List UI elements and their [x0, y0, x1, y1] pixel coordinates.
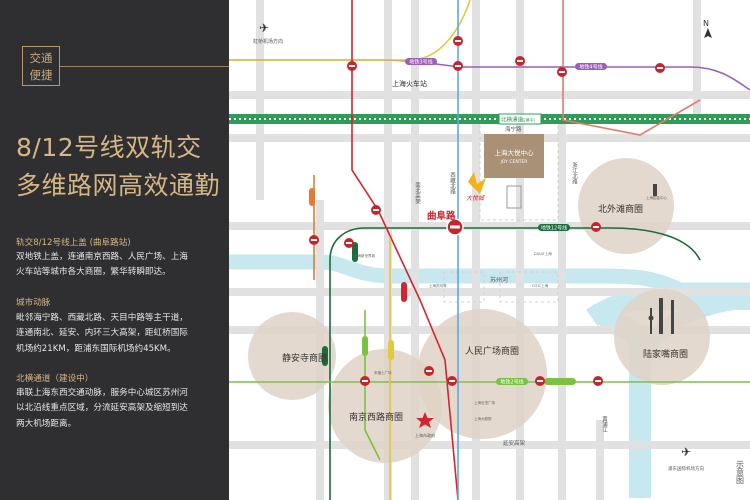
section-body-metro: 双地铁上盖，连通南京西路、人民广场、上海 火车站等城市各大商圈，繁华转瞬即达。	[16, 250, 216, 281]
text-line: 两大机场距离。	[16, 418, 77, 429]
section-title-roads: 城市动脉	[16, 298, 51, 308]
district-beiwaitan	[578, 158, 674, 254]
brand-logo: 大悦城	[466, 172, 486, 202]
district-lujiazui	[614, 289, 710, 385]
metro-line-4	[229, 59, 750, 91]
north-cross-label-bg	[498, 113, 542, 125]
text-line: 连通南北、延安、内环三大高架，距虹桥国际	[16, 328, 188, 339]
ferris-wheel-icon	[506, 185, 522, 209]
disclaimer: 示意图	[736, 460, 745, 485]
text-line: 机场约21KM，距浦东国际机场约45KM。	[16, 343, 176, 354]
metro-line-pills: 地铁3号线 地铁4号线 地铁12号线 地铁2号线	[309, 58, 607, 386]
text-line: 双地铁上盖，连通南京西路、人民广场、上海	[16, 252, 188, 262]
road-label-nanbei: 南北高架	[414, 181, 421, 206]
poi-label: 上海国金中心	[646, 195, 667, 200]
poi-label: CITIC上海	[532, 283, 549, 288]
district-label-lujiazui: 陆家嘴商圈	[643, 348, 688, 360]
headline-line-2: 多维路网高效通勤	[16, 171, 221, 200]
airplane-icon: ✈	[681, 445, 691, 459]
airport-pudong: ✈ 浦东国际机场方向	[668, 445, 704, 472]
district-label-nanjingxilu: 南京西路商圈	[349, 411, 403, 423]
poi-label: 来福士广场	[374, 370, 392, 375]
station-markers	[309, 36, 665, 386]
text-line: 以北沿线重点区域，分流延安高架及缩短到达	[16, 403, 188, 414]
district-nanjingxilu	[328, 349, 442, 463]
airport-pudong-label: 浦东国际机场方向	[668, 465, 704, 472]
airport-hongqiao-label: 虹桥机场方向	[253, 38, 283, 45]
road-label-xizang-n: 西藏北路	[449, 172, 456, 196]
badge-line-1: 交通	[29, 51, 53, 65]
transit-map[interactable]: 地铁3号线 地铁4号线 地铁12号线 地铁2号线 北横通道 (在建中)	[229, 0, 750, 500]
metro-line-1	[351, 0, 459, 500]
headline-line-1: 8/12号线双轨交	[16, 133, 202, 162]
north-arrow-icon: N	[703, 19, 712, 38]
poi-label: 上海世茂广场	[474, 400, 495, 405]
station-name-qufu: 曲阜路	[427, 210, 456, 222]
station-qufu-road[interactable]: 曲阜路	[427, 210, 464, 236]
category-badge: 交通 便捷	[22, 46, 60, 86]
district-label-renmin: 人民广场商圈	[465, 345, 519, 357]
metro-lines	[229, 0, 750, 500]
pill-line-4: 地铁4号线	[579, 64, 602, 71]
road-label-north-cross: 北横通道	[501, 116, 524, 124]
landmark-label: 上海市政府	[415, 432, 435, 438]
district-label-jingan: 静安寺商圈	[282, 352, 327, 364]
info-panel: 交通 便捷 8/12号线双轨交 多维路网高效通勤 轨交8/12号线上盖 (曲阜路…	[0, 0, 229, 500]
lujiazui-skyline-icon	[648, 298, 674, 334]
project-subtitle: JOY CENTER	[500, 159, 528, 165]
section-title-metro: 轨交8/12号线上盖 (曲阜路站)	[16, 238, 131, 248]
airplane-icon: ✈	[259, 21, 269, 35]
beiwaitan-tower-icon	[653, 184, 657, 196]
road-label-suzhou-river: 苏州河	[490, 276, 508, 284]
text-line: 火车站等城市各大商圈，繁华转瞬即达。	[16, 267, 171, 278]
pill-line-2: 地铁2号线	[500, 379, 523, 386]
label-railway-station: 上海火车站	[392, 79, 427, 88]
poi-label: 上海新世界城	[354, 253, 375, 258]
airport-hongqiao: ✈ 虹桥机场方向	[253, 21, 283, 45]
north-cross-tunnel	[229, 114, 750, 124]
badge-divider	[60, 66, 229, 67]
badge-line-2: 便捷	[29, 68, 53, 82]
road-label-yanan: 延安高架	[503, 439, 526, 447]
road-label-zhejiang: 浙江北路	[571, 161, 578, 186]
north-label: N	[703, 19, 709, 28]
section-body-tunnel: 串联上海东西交通动脉，服务中心城区苏州河 以北沿线重点区域，分流延安高架及缩短到…	[16, 386, 216, 432]
road-label-huangpu: 黄浦江	[601, 415, 608, 434]
district-label-beiwaitan: 北外滩商圈	[598, 203, 643, 215]
road-label-haining: 海宁路	[505, 125, 522, 133]
landmark-city-hall: 上海市政府	[415, 412, 435, 438]
poi-label: 上海苏河湾	[429, 283, 447, 288]
pill-line-12: 地铁12号线	[541, 225, 567, 232]
section-body-roads: 毗邻海宁路、西藏北路、天目中路等主干道， 连通南北、延安、内环三大高架，距虹桥国…	[16, 311, 216, 357]
poi-label: DIGAT上海	[534, 251, 552, 256]
text-line: 毗邻海宁路、西藏北路、天目中路等主干道，	[16, 313, 188, 323]
metro-line-10	[562, 0, 701, 136]
brand-logo-text: 大悦城	[466, 194, 485, 202]
district-jingan	[248, 312, 336, 400]
poi-label: 上海大剧院	[474, 416, 492, 421]
metro-line-12	[329, 227, 701, 500]
project-block	[484, 134, 544, 178]
pill-line-3: 地铁3号线	[409, 59, 432, 66]
project-name: 上海大悦中心	[495, 148, 535, 157]
section-title-tunnel: 北横通道（建设中）	[16, 374, 94, 384]
road-label-north-cross-note: (在建中)	[520, 117, 536, 123]
text-line: 串联上海东西交通动脉，服务中心城区苏州河	[16, 388, 188, 398]
